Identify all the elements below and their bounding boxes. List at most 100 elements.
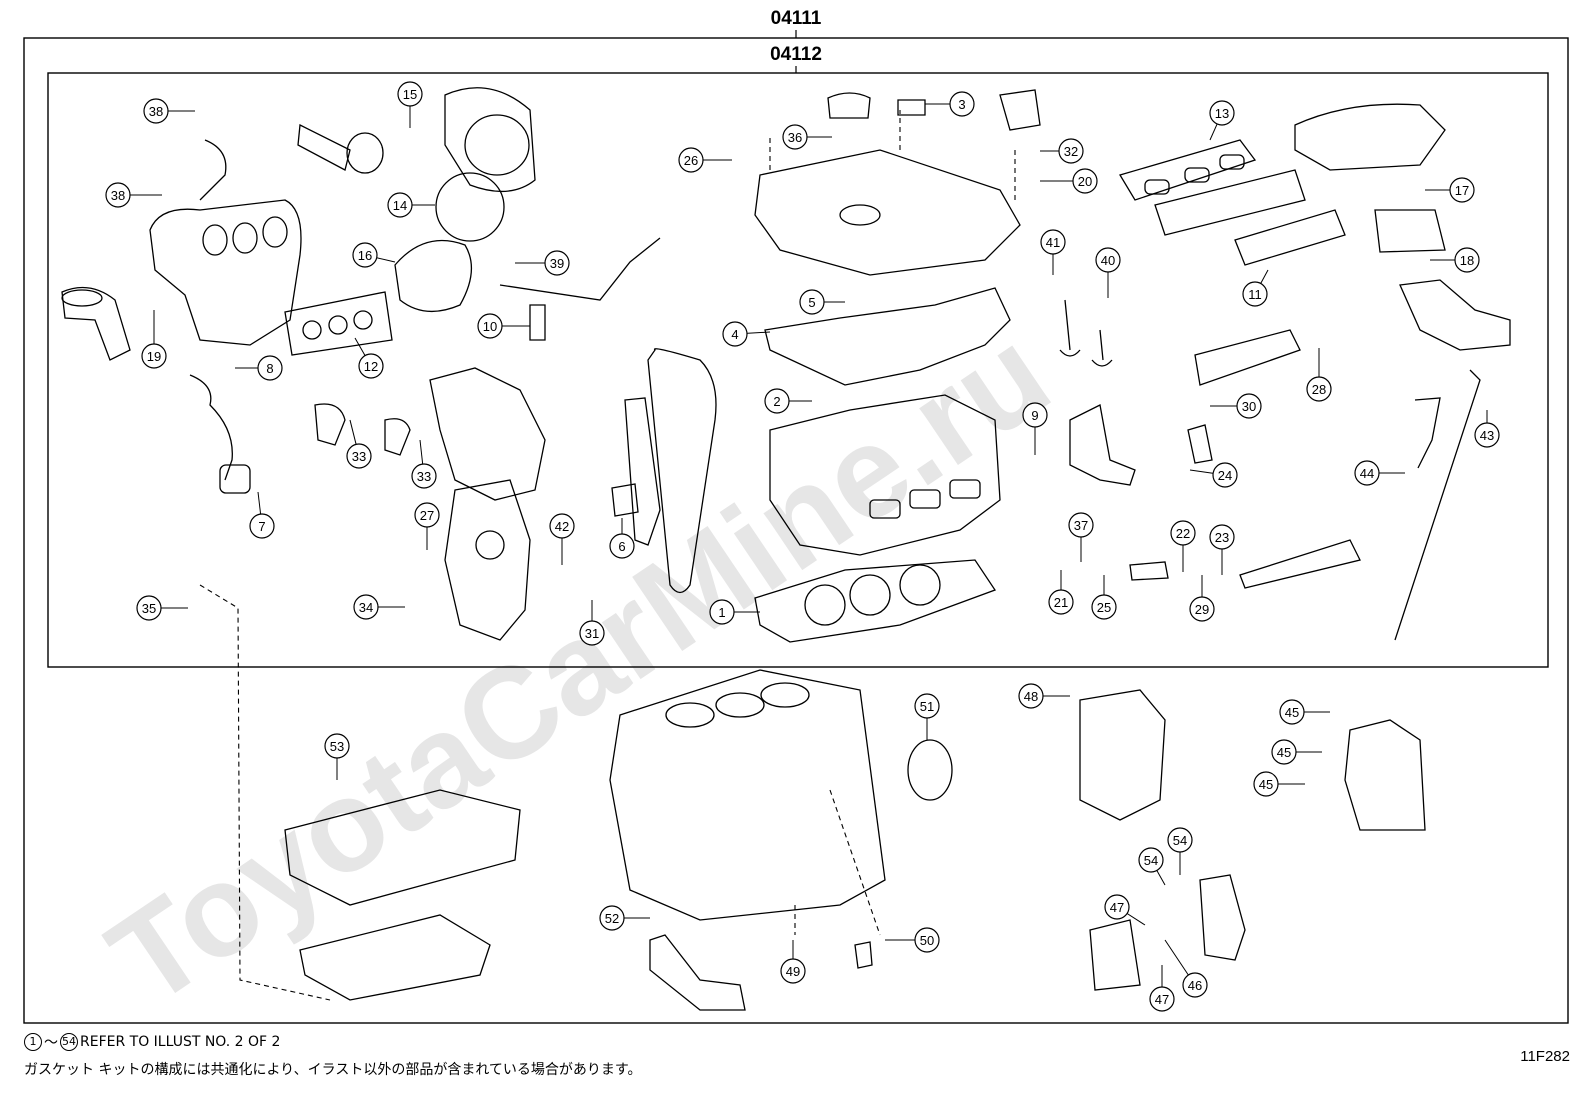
reference-note: 1 ～ 54 REFER TO ILLUST NO. 2 OF 2 [24, 1032, 280, 1052]
callout-part-21: 21 [1048, 570, 1074, 615]
intake-elbow [1399, 279, 1511, 351]
callout-number: 9 [1031, 408, 1038, 423]
callout-circle [1279, 699, 1305, 725]
kit-number-outer: 04111 [771, 8, 822, 29]
callout-number: 44 [1360, 466, 1374, 481]
callout-circle [1209, 524, 1235, 550]
callout-number: 54 [1144, 853, 1158, 868]
water-pump [1079, 689, 1166, 821]
callout-circle [249, 513, 275, 539]
callout-part-9: 9 [1022, 402, 1048, 455]
callout-circle [387, 192, 413, 218]
callout-part-41: 41 [1040, 229, 1066, 275]
callout-part-30: 30 [1210, 393, 1262, 419]
callout-number: 45 [1259, 777, 1273, 792]
callout-circle [722, 321, 748, 347]
callout-number: 21 [1054, 595, 1068, 610]
callout-part-11: 11 [1242, 269, 1269, 307]
callout-circle [1306, 376, 1332, 402]
callout-part-2: 2 [764, 388, 812, 414]
fuel-injector [1187, 424, 1213, 464]
callout-part-15: 15 [397, 81, 423, 128]
callout-part-23: 23 [1209, 524, 1235, 575]
callout-part-47: 47 [1149, 965, 1175, 1012]
callout-circle [1018, 683, 1044, 709]
callout-part-39: 39 [515, 250, 570, 276]
callout-part-16: 16 [352, 242, 396, 268]
callout-part-26: 26 [678, 147, 732, 173]
callout-part-33: 33 [346, 419, 372, 469]
callout-part-24: 24 [1189, 462, 1238, 488]
oil-filler-cap [827, 92, 871, 119]
callout-number: 4 [731, 327, 738, 342]
water-outlet [1069, 404, 1136, 486]
callout-number: 25 [1097, 600, 1111, 615]
callout-circle [579, 620, 605, 646]
callout-number: 30 [1242, 399, 1256, 414]
sensor [1129, 561, 1169, 581]
callout-number: 52 [605, 911, 619, 926]
water-pipe-bracket [529, 304, 546, 341]
callout-circle [1072, 168, 1098, 194]
timing-cover [429, 367, 546, 641]
callout-number: 47 [1155, 992, 1169, 1007]
fuel-rail-upper [1194, 329, 1301, 386]
callout-number: 37 [1074, 518, 1088, 533]
callout-number: 29 [1195, 602, 1209, 617]
callout-circle [1212, 462, 1238, 488]
vvt-solenoid [999, 89, 1041, 131]
callout-part-29: 29 [1189, 575, 1215, 622]
callout-part-4: 4 [722, 321, 771, 347]
callout-circle [609, 533, 635, 559]
callout-number: 7 [258, 519, 265, 534]
exhaust-gasket [284, 291, 393, 356]
callout-number: 33 [417, 469, 431, 484]
callout-part-10: 10 [477, 313, 530, 339]
rear-oil-seal [907, 739, 953, 801]
callout-circle [105, 182, 131, 208]
callout-part-3: 3 [925, 91, 975, 117]
intake-valve [1059, 299, 1081, 357]
callout-part-43: 43 [1474, 410, 1500, 448]
callout-number: 50 [920, 933, 934, 948]
callout-part-44: 44 [1354, 460, 1405, 486]
exhaust-elbow [61, 286, 131, 361]
drain-plug-leader [829, 789, 881, 936]
callout-circle [599, 905, 625, 931]
callout-circle [1022, 402, 1048, 428]
illustration-code: 11F282 [1520, 1048, 1570, 1065]
callout-number: 45 [1285, 705, 1299, 720]
callout-part-32: 32 [1040, 138, 1084, 164]
callout-part-38: 38 [105, 182, 162, 208]
callout-circle [1091, 594, 1117, 620]
callout-part-49: 49 [780, 940, 806, 984]
callout-part-34: 34 [353, 594, 405, 620]
callout-circle [782, 124, 808, 150]
fuel-rail-lower [1239, 539, 1361, 589]
callout-part-13: 13 [1209, 100, 1235, 141]
seal-ring [435, 172, 505, 242]
oil-filter-bracket [1199, 874, 1246, 961]
callout-circle [1167, 827, 1193, 853]
callout-part-40: 40 [1095, 247, 1121, 298]
callout-circle [346, 443, 372, 469]
callout-part-31: 31 [579, 600, 605, 646]
callout-part-38: 38 [143, 98, 195, 124]
callout-circle [780, 958, 806, 984]
dipstick-guide [1414, 397, 1441, 469]
callout-number: 24 [1218, 468, 1232, 483]
callout-number: 1 [718, 605, 725, 620]
callout-circle [1068, 512, 1094, 538]
timing-chain [647, 348, 717, 594]
callout-part-36: 36 [782, 124, 832, 150]
water-pipe [499, 237, 661, 301]
callout-number: 2 [773, 394, 780, 409]
oil-pan [284, 789, 521, 1001]
chain-guide [624, 397, 661, 546]
callout-number: 13 [1215, 106, 1229, 121]
callout-part-52: 52 [599, 905, 650, 931]
callout-number: 15 [403, 87, 417, 102]
callout-number: 36 [788, 130, 802, 145]
